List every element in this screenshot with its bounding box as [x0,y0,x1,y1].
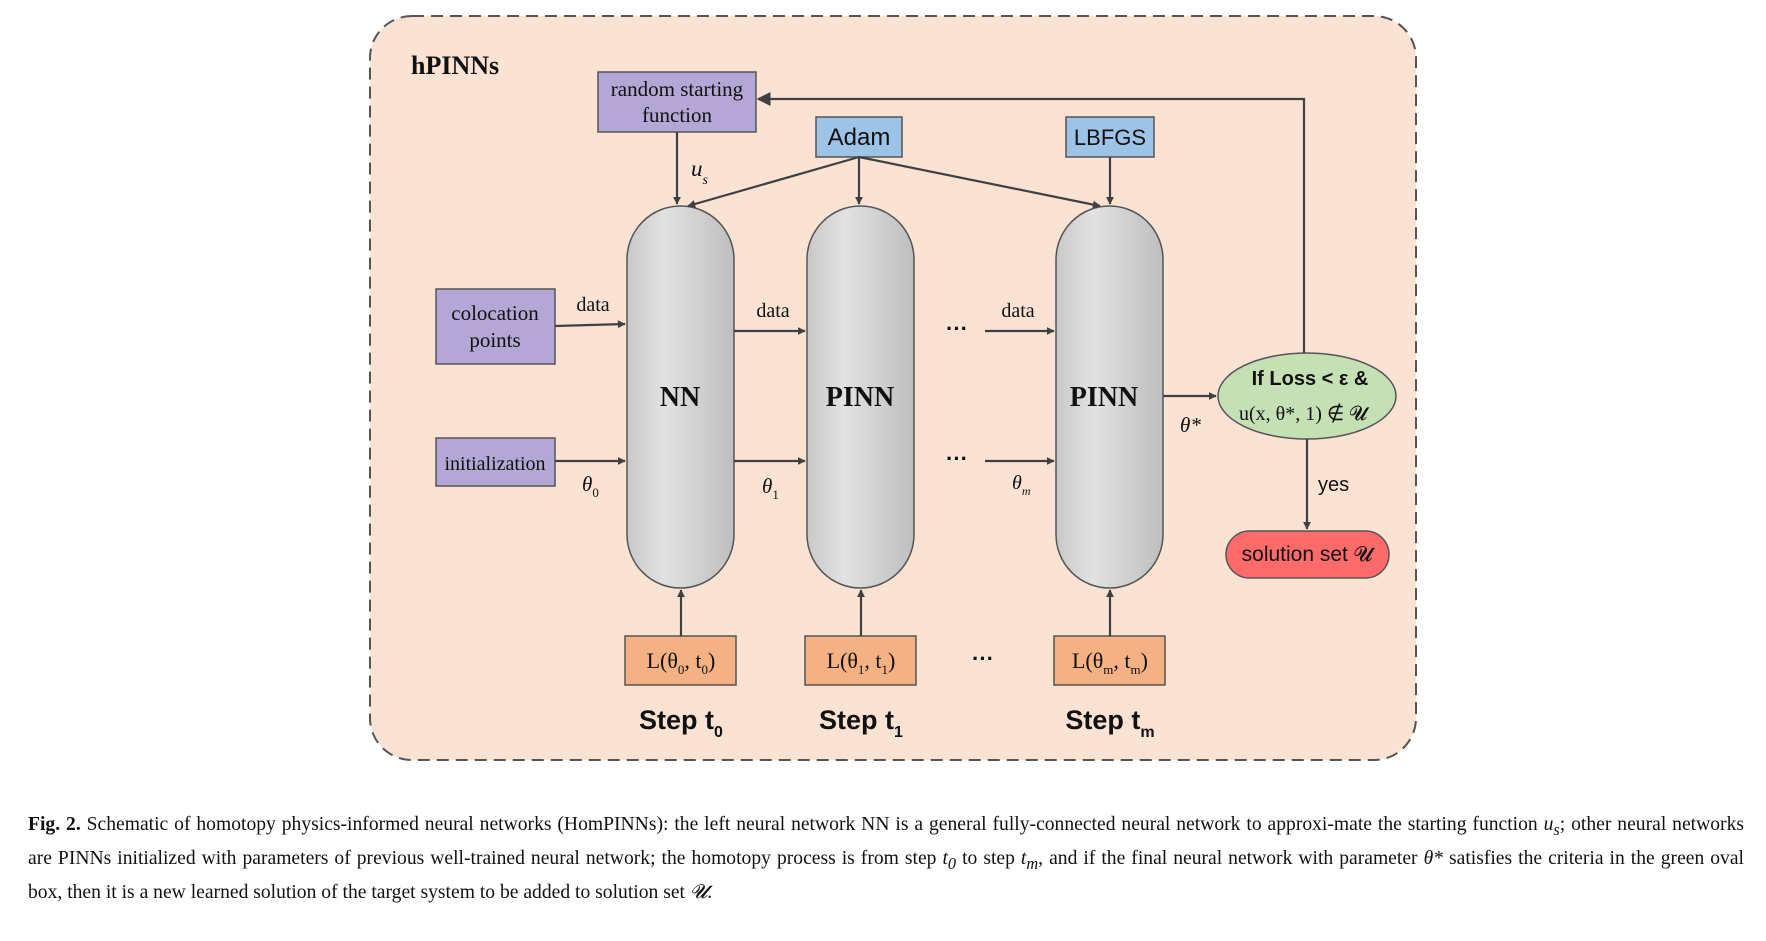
initialization-label: initialization [444,453,545,475]
colocation-line1: colocation [451,301,539,325]
caption-t0: t0 [942,847,957,873]
caption-text-4: , and if the final neural network with p… [1038,847,1424,869]
theta-star-label: θ* [1180,413,1201,437]
ellipsis-theta: ··· [946,446,968,471]
decision-line2: u(x, θ*, 1) ∉ 𝓤 [1239,403,1370,425]
caption-text-1: Schematic of homotopy physics-informed n… [80,814,1544,835]
data-label-3: data [1001,300,1034,322]
caption-text-3: to step [956,847,1021,869]
data-label-2: data [756,300,789,322]
arrow-feedback-loop [756,92,1306,353]
thetam-label: θm [1012,472,1031,498]
lbfgs-box: LBFGS [1065,116,1155,158]
pinn-label-m: PINN [1070,382,1138,413]
connectors [554,92,1311,636]
nn-label: NN [660,382,700,413]
loss-box-m: L(θm, tm) [1053,635,1166,686]
theta1-label: θ1 [762,474,779,502]
loss-box-0: L(θ0, t0) [624,635,737,686]
adam-label: Adam [828,124,891,151]
caption-text-5: satisfies the criteria in the green oval… [28,847,1744,903]
data-label-1: data [576,294,609,316]
step-label-m: Step tm [1065,705,1154,741]
caption-us: us [1543,814,1560,839]
nn-network: NN [626,205,735,589]
loss-box-1: L(θ1, t1) [804,635,917,686]
theta0-label: θ0 [582,472,599,500]
loss-text-m: L(θm, tm) [1072,648,1148,677]
caption-text-6: . [707,881,713,903]
pinn-label-1: PINN [826,382,894,413]
step-label-0: Step t0 [639,705,723,741]
random-start-line1: random starting [611,77,744,101]
loss-text-1: L(θ1, t1) [827,648,896,677]
decision-line1: If Loss < ε & [1252,368,1369,390]
random-starting-function-box: random starting function [597,71,757,133]
arrow-colocation-to-nn [554,320,626,329]
caption-set-symbol: 𝓤 [689,881,708,903]
colocation-line2: points [469,328,520,352]
pinn-network-m: PINN [1055,205,1164,589]
ellipsis-loss: ··· [972,646,994,671]
arrow-adam-to-pinnm [858,155,1101,209]
colocation-points-box: colocation points [435,288,556,365]
loss-text-0: L(θ0, t0) [647,648,716,677]
us-label: us [691,156,709,188]
decision-oval: If Loss < ε & u(x, θ*, 1) ∉ 𝓤 [1217,352,1397,440]
caption-fig-label: Fig. 2. [28,814,81,835]
ellipsis-data: ··· [946,316,968,341]
caption-tm: tm [1020,847,1039,873]
caption-text-2: ; other neural networks are PINNs initia… [28,814,1744,869]
initialization-box: initialization [435,437,556,487]
random-start-line2: function [642,103,712,127]
arrow-adam-to-nn [687,155,860,208]
lbfgs-label: LBFGS [1074,125,1146,150]
step-label-1: Step t1 [819,705,903,741]
pinn-network-1: PINN [806,205,915,589]
frame-title: hPINNs [411,51,499,80]
figure-caption: Fig. 2. Schematic of homotopy physics-in… [28,810,1744,907]
adam-box: Adam [815,116,903,158]
yes-label: yes [1318,474,1349,496]
solution-set-box: solution set 𝓤 [1225,530,1390,579]
solution-set-label: solution set 𝓤 [1242,543,1376,566]
caption-theta-star: θ* [1423,847,1443,869]
